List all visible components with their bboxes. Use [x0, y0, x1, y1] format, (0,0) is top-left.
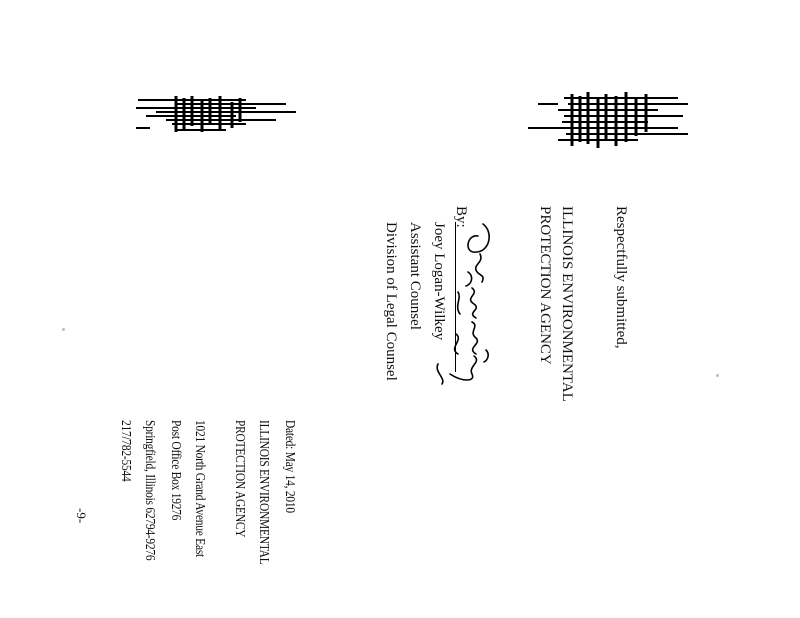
- scan-speck: [62, 328, 65, 331]
- agency-name-line1: ILLINOIS ENVIRONMENTAL: [559, 206, 575, 402]
- page-number: -9-: [74, 508, 89, 524]
- city-state-zip: Springfield, Illinois 62794-9276: [142, 420, 157, 561]
- scan-speck: [716, 374, 719, 377]
- phone-number: 217/782-5544: [118, 420, 133, 482]
- signature-line: [455, 222, 456, 372]
- address-agency-line1: ILLINOIS ENVIRONMENTAL: [256, 420, 271, 565]
- street-address: 1021 North Grand Avenue East: [192, 420, 207, 558]
- handwritten-signature: [428, 214, 498, 394]
- signer-title: Assistant Counsel: [407, 222, 423, 330]
- dated-line: Dated: May 14, 2010: [282, 420, 297, 513]
- po-box: Post Office Box 19276: [168, 420, 183, 521]
- closing-text: Respectfully submitted,: [613, 206, 629, 349]
- signer-division: Division of Legal Counsel: [383, 222, 399, 381]
- agency-name-line2: PROTECTION AGENCY: [537, 206, 553, 365]
- redaction-mark-left: [136, 94, 296, 136]
- address-agency-line2: PROTECTION AGENCY: [232, 420, 247, 538]
- redaction-mark-right: [528, 92, 693, 150]
